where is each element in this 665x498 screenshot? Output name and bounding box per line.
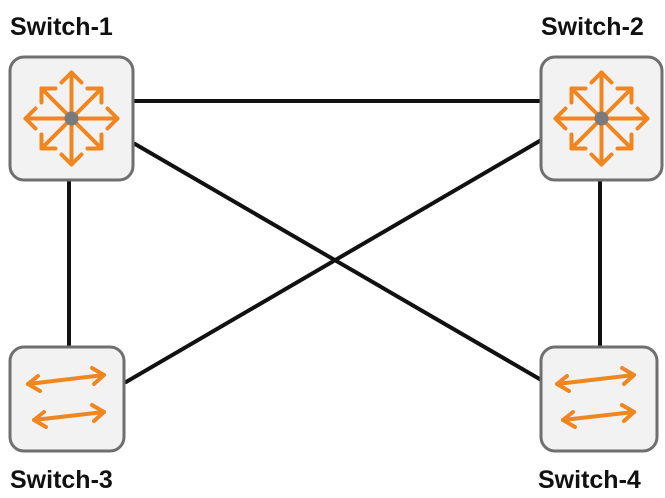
switch-4-label: Switch-4 [538,466,641,494]
switch-1-node[interactable]: Switch-1 [8,13,135,182]
link-switch-2-switch-3 [124,137,545,384]
link-switch-1-switch-4 [133,142,545,383]
switch-1-label: Switch-1 [10,13,113,41]
switch-icon [26,366,106,429]
multilayer-switch-icon [23,70,120,167]
switch-4-box [539,345,659,453]
switch-2-label: Switch-2 [541,13,644,41]
switch-4-node[interactable]: Switch-4 [538,345,659,494]
switch-2-node[interactable]: Switch-2 [539,13,664,182]
switch-3-box [8,345,126,453]
switch-3-node[interactable]: Switch-3 [8,345,126,494]
multilayer-switch-icon [553,70,650,167]
switch-3-label: Switch-3 [10,466,113,494]
links [67,99,602,384]
switch-icon [555,366,636,429]
